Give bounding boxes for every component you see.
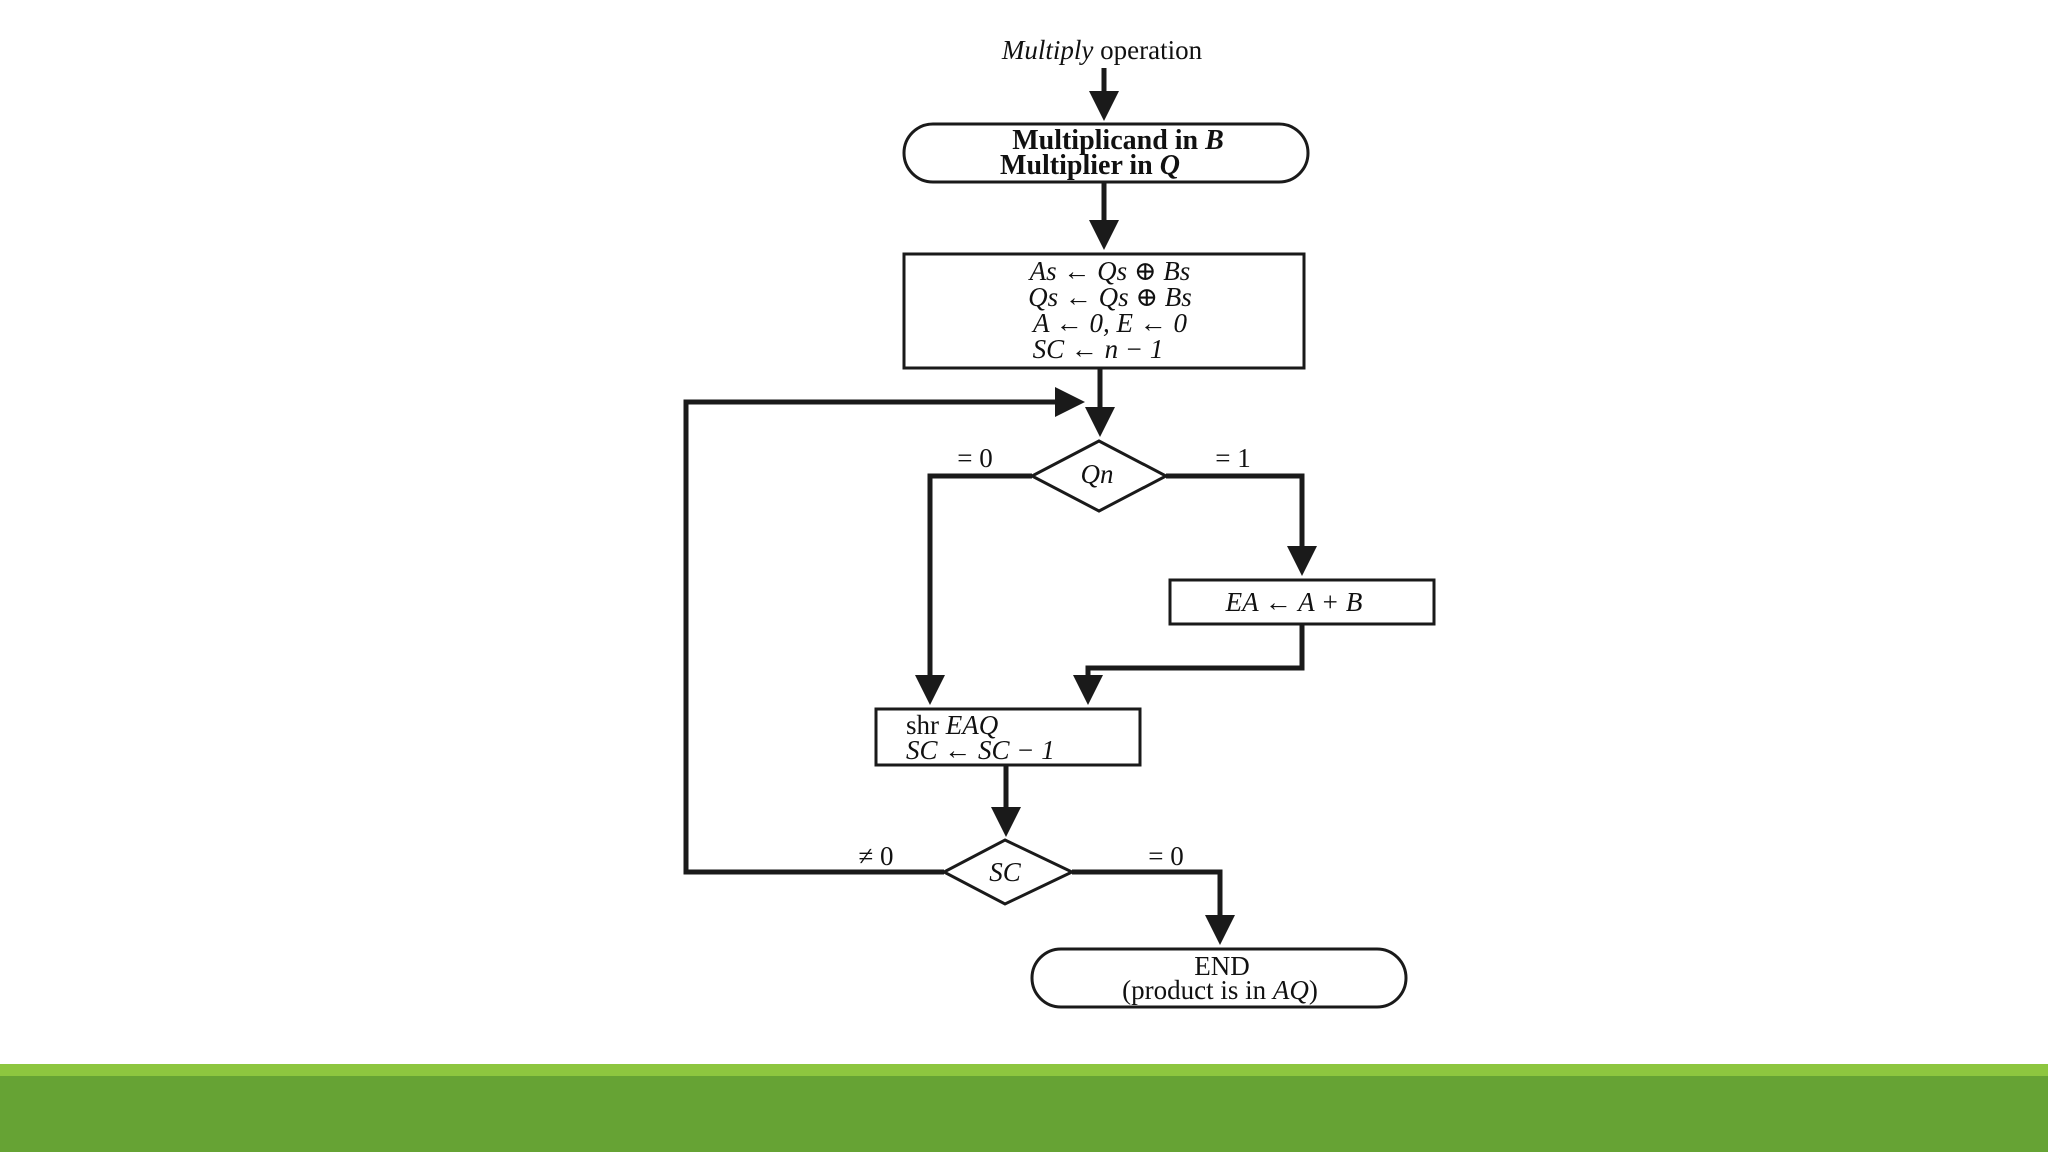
end-terminal (1030, 947, 1408, 1009)
arrow-qn1-to-add (1166, 473, 1317, 576)
init-line-1: As ← Qs ⊕ Bs (1028, 256, 1191, 286)
shift-line-1: shr EAQ (906, 710, 998, 740)
arrow-add-to-shift (1073, 625, 1305, 705)
shift-line-2: SC ← SC − 1 (906, 735, 1055, 765)
shift-process-box (874, 707, 1142, 767)
init-line-4: SC ← n − 1 (1033, 334, 1164, 364)
end-line-1: END (1194, 951, 1250, 981)
decision-qn-left-label: = 0 (957, 443, 992, 473)
decision-qn-right-label: = 1 (1215, 443, 1250, 473)
decision-qn-label: Qn (1081, 459, 1114, 489)
decision-sc (940, 838, 1076, 906)
decision-sc-left-label: ≠ 0 (858, 841, 893, 871)
footer-bar (0, 1076, 2048, 1152)
arrow-sc0-to-end (1072, 869, 1235, 945)
decision-sc-label: SC (989, 857, 1022, 887)
flowchart: Multiply operation Multiplicand in B Mul… (683, 35, 1436, 1009)
loop-back-line (683, 387, 1085, 875)
add-label: EA ← A + B (1225, 587, 1363, 617)
init-line-3: A ← 0, E ← 0 (1031, 308, 1187, 338)
init-line-2: Qs ← Qs ⊕ Bs (1028, 282, 1192, 312)
start-line-2: Multiplier in Q (1000, 150, 1180, 181)
footer-accent-bar (0, 1064, 2048, 1076)
decision-qn (1028, 439, 1170, 513)
title-text: Multiply operation (1001, 35, 1203, 65)
add-process-box (1168, 578, 1436, 626)
arrow-qn0-to-shift (915, 473, 1032, 705)
start-line-1: Multiplicand in B (1012, 125, 1224, 156)
start-terminal (902, 122, 1310, 184)
init-process-box (902, 252, 1306, 370)
decision-sc-right-label: = 0 (1148, 841, 1183, 871)
end-line-2: (product is in AQ) (1122, 975, 1318, 1005)
